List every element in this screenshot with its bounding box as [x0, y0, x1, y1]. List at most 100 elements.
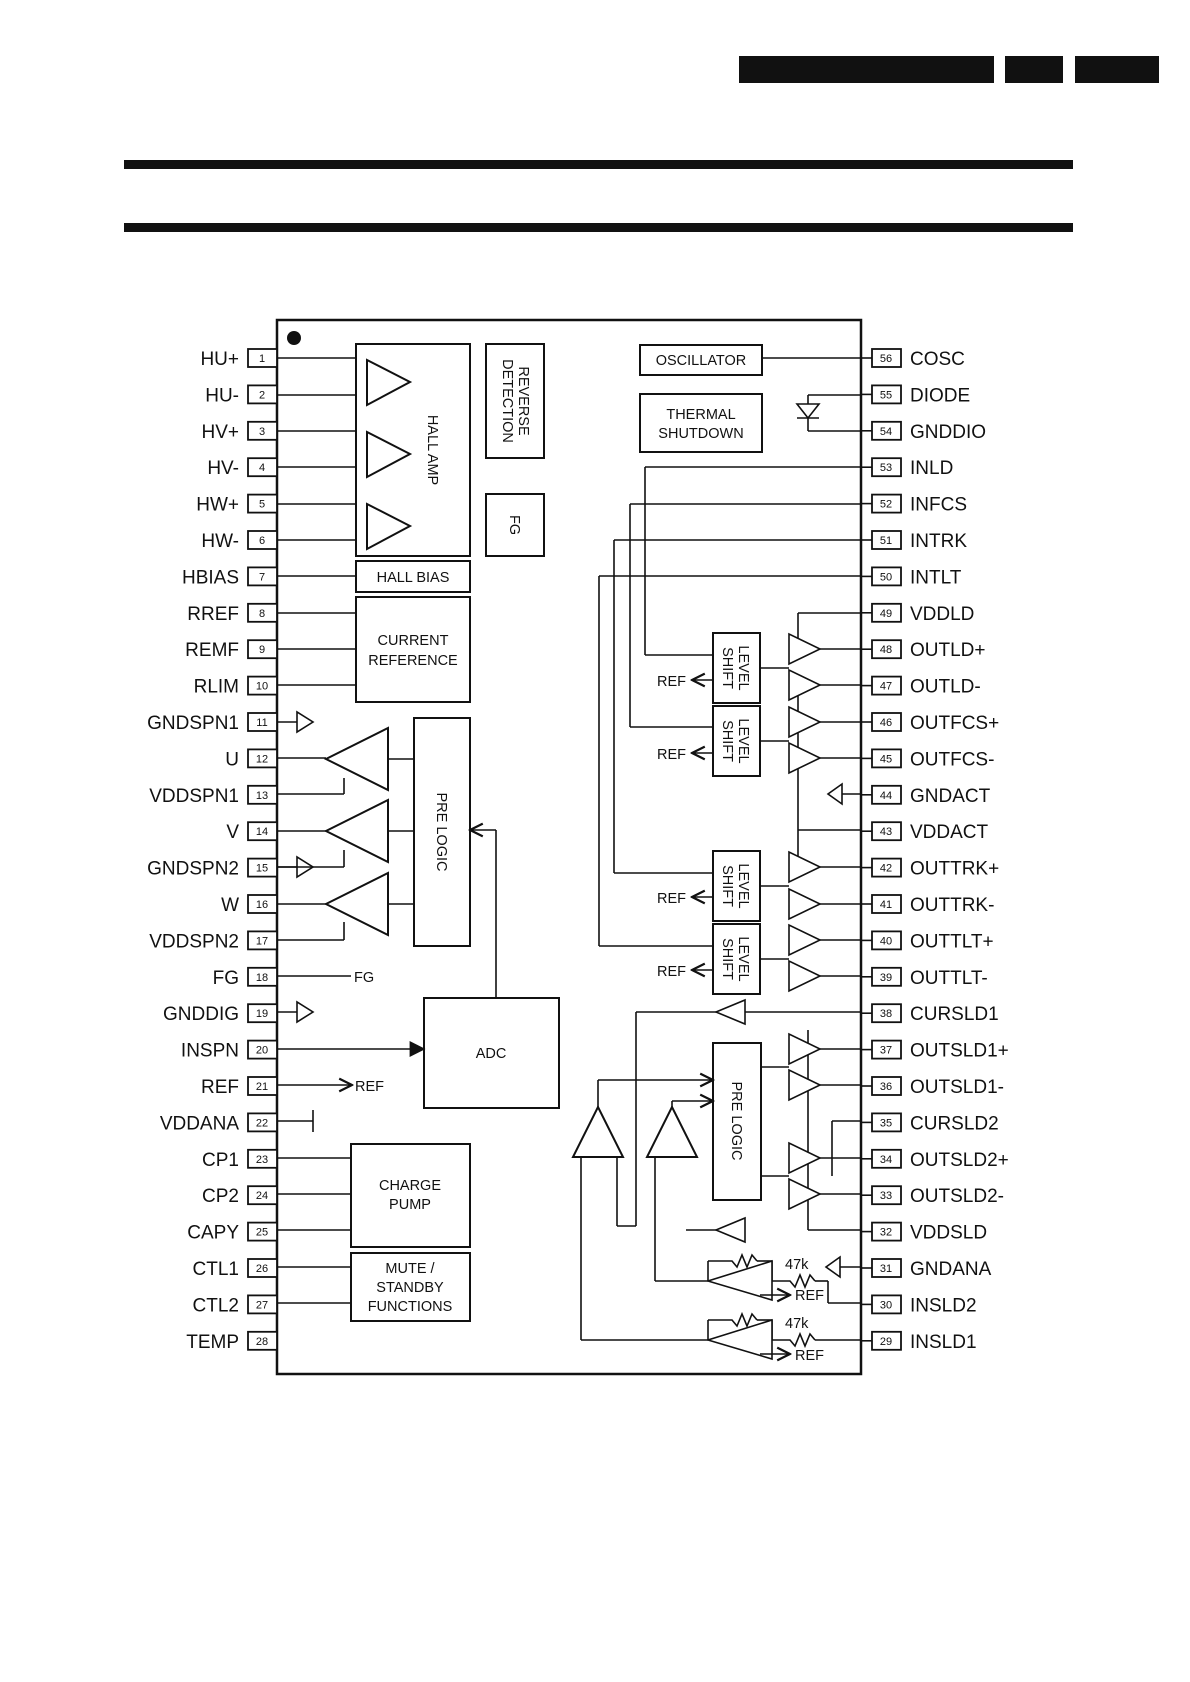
fg-block	[485, 493, 545, 557]
sled-amp-triangle	[645, 1104, 699, 1158]
pin-number: 41	[880, 899, 892, 911]
pin-number: 11	[256, 717, 267, 729]
header-box-section	[1005, 56, 1063, 83]
pin-number: 27	[256, 1299, 268, 1311]
pin-number: 39	[880, 972, 892, 984]
pin-name: CP1	[202, 1150, 239, 1171]
header-box-title	[739, 56, 994, 83]
pin-name: INTLT	[910, 567, 962, 588]
current-reference-block	[355, 596, 471, 703]
pin-box	[247, 1076, 278, 1096]
pin-name: INTRK	[910, 531, 967, 552]
pin-name: CTL1	[193, 1259, 239, 1280]
pin-box	[247, 1148, 278, 1169]
pin-number: 34	[880, 1154, 892, 1166]
pin-name: OUTTRK-	[910, 895, 994, 916]
pin-number: 36	[880, 1081, 892, 1093]
pin-left: 2HU-	[205, 384, 278, 406]
charge-pump-label: PUMP	[389, 1197, 431, 1213]
pin-number: 22	[256, 1117, 268, 1129]
pin-number: 40	[880, 935, 892, 947]
pin-number: 6	[259, 535, 265, 547]
oscillator-label: OSCILLATOR	[656, 353, 747, 369]
pin-box	[247, 1221, 278, 1242]
pin-name: HV+	[202, 422, 240, 443]
spindle-driver-triangle	[323, 798, 389, 864]
driver-triangle	[788, 923, 822, 957]
pin-number: 32	[880, 1227, 892, 1239]
pin-name: VDDSPN1	[149, 786, 239, 807]
pin-left: 12U	[225, 748, 278, 770]
pin-box	[247, 1258, 278, 1278]
pin-number: 2	[259, 389, 265, 401]
pin-name: VDDSLD	[910, 1223, 987, 1244]
pin-number: 45	[880, 753, 892, 765]
pin-right: 41 OUTTRK-	[861, 894, 994, 916]
oscillator-block	[639, 344, 763, 376]
pin-name: RLIM	[194, 677, 239, 698]
pin-name: OUTTRK+	[910, 859, 999, 880]
hall-amp-triangle	[366, 502, 413, 551]
pin-name: VDDANA	[160, 1113, 240, 1134]
pin-name: REMF	[185, 640, 239, 661]
level-shift-label: LEVEL	[735, 863, 751, 908]
pin-number: 42	[880, 863, 892, 875]
pin-name: CURSLD2	[910, 1113, 999, 1134]
pin-name: HW+	[196, 495, 239, 516]
pin-left: 1HU+	[200, 348, 278, 370]
resistor-value-label: 47k	[785, 1316, 809, 1332]
pin-left: 22 VDDANA	[160, 1112, 278, 1134]
driver-triangle	[788, 632, 822, 666]
pre-logic-sled-block	[712, 1042, 762, 1201]
pin-name: OUTSLD1-	[910, 1077, 1004, 1098]
pin-name: REF	[201, 1077, 239, 1098]
pin-name: COSC	[910, 349, 965, 370]
pin-name: OUTLD-	[910, 677, 981, 698]
pin-left: 27 CTL2	[193, 1294, 278, 1316]
pin-box	[247, 1112, 278, 1133]
reverse-detection-label: DETECTION	[499, 359, 515, 443]
fg-block-label: FG	[506, 515, 522, 535]
pin-left: 4HV-	[207, 457, 278, 479]
pin-number: 17	[256, 935, 268, 947]
pin-left: 19 GNDDIG	[163, 1003, 278, 1025]
pin-right: 32 VDDSLD	[861, 1221, 987, 1244]
thermal-shutdown-block	[639, 393, 763, 453]
current-sense-triangle	[713, 1216, 746, 1244]
ref-label: REF	[795, 1348, 824, 1364]
pin-number: 37	[880, 1045, 892, 1057]
pin-number: 21	[256, 1081, 268, 1093]
pin-name: INSLD2	[910, 1295, 977, 1316]
pin-left: 17 VDDSPN2	[149, 930, 278, 952]
pin-number: 51	[880, 535, 892, 547]
pin-number: 25	[256, 1227, 268, 1239]
pin-number: 35	[880, 1117, 892, 1129]
pin-name: INSPN	[181, 1041, 239, 1062]
pin-name: INSLD1	[910, 1332, 977, 1353]
pin-name: CTL2	[193, 1295, 239, 1316]
pin-name: TEMP	[186, 1332, 239, 1353]
pin-name: GNDSPN2	[147, 859, 239, 880]
pin-name: CURSLD1	[910, 1004, 999, 1025]
pin-number: 31	[880, 1263, 892, 1275]
hall-amp-triangle	[366, 430, 413, 479]
pin-name: GNDDIG	[163, 1004, 239, 1025]
pin-box	[247, 1330, 278, 1351]
pin-name: DIODE	[910, 385, 970, 406]
ref-label: REF	[657, 964, 686, 980]
level-shift-label: SHIFT	[719, 865, 735, 907]
pin-left: 16W	[221, 894, 278, 916]
pin-name: VDDSPN2	[149, 931, 239, 952]
pin-number: 19	[256, 1008, 268, 1020]
